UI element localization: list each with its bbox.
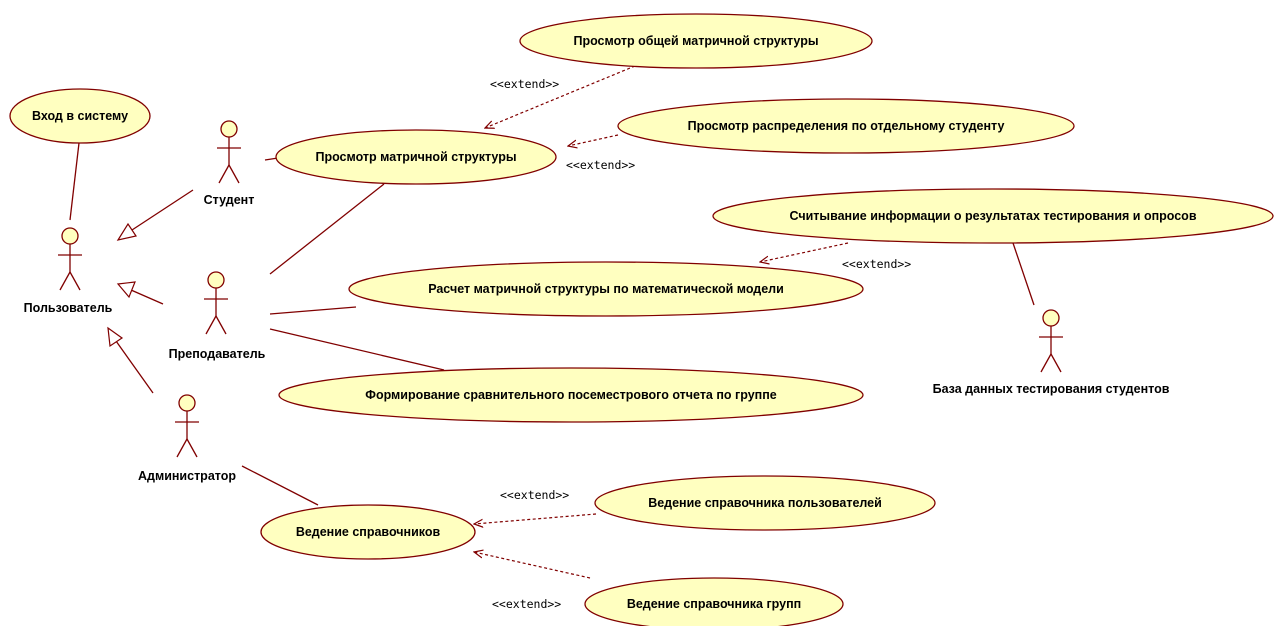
actor-db[interactable]: База данных тестирования студентов xyxy=(933,309,1170,396)
extend-general-to-matrix xyxy=(485,65,636,128)
use-case-groups-dir-label: Ведение справочника групп xyxy=(627,597,801,611)
extend-label-2: <<extend>> xyxy=(566,158,635,172)
extend-label-4: <<extend>> xyxy=(500,488,569,502)
use-case-view-distribution[interactable]: Просмотр распределения по отдельному сту… xyxy=(617,98,1075,154)
use-case-view-general-label: Просмотр общей матричной структуры xyxy=(573,34,818,48)
assoc-user-login xyxy=(69,142,80,221)
use-case-login[interactable]: Вход в систему xyxy=(9,88,151,144)
extend-users-to-directories xyxy=(474,513,597,524)
stick-figure-icon xyxy=(1039,309,1063,373)
stick-figure-icon xyxy=(217,120,241,184)
use-case-view-general[interactable]: Просмотр общей матричной структуры xyxy=(519,13,873,69)
assoc-teacher-report xyxy=(269,328,445,371)
actor-admin-label: Администратор xyxy=(138,469,236,483)
assoc-teacher-view-matrix xyxy=(269,183,385,275)
use-case-calc-matrix-label: Расчет матричной структуры по математиче… xyxy=(428,282,784,296)
use-case-groups-dir[interactable]: Ведение справочника групп xyxy=(584,577,844,626)
use-case-view-matrix-label: Просмотр матричной структуры xyxy=(315,150,516,164)
connectors xyxy=(69,65,1035,579)
gen-arrow-student xyxy=(116,222,137,241)
use-case-users-dir-label: Ведение справочника пользователей xyxy=(648,496,882,510)
actor-db-label: База данных тестирования студентов xyxy=(933,382,1170,396)
actor-admin[interactable]: Администратор xyxy=(138,394,236,483)
actor-teacher[interactable]: Преподаватель xyxy=(169,271,266,361)
extend-read-to-calc xyxy=(760,242,849,262)
use-case-view-distribution-label: Просмотр распределения по отдельному сту… xyxy=(688,119,1005,133)
use-case-directories-label: Ведение справочников xyxy=(296,525,441,539)
gen-teacher-user xyxy=(130,289,164,305)
assoc-admin-directories xyxy=(241,465,319,506)
extend-label-5: <<extend>> xyxy=(492,597,561,611)
actor-teacher-label: Преподаватель xyxy=(169,347,266,361)
gen-arrow-teacher xyxy=(116,281,136,299)
stick-figure-icon xyxy=(58,227,82,291)
use-case-read-results-label: Считывание информации о результатах тест… xyxy=(789,209,1196,223)
actor-student-label: Студент xyxy=(204,193,255,207)
use-case-calc-matrix[interactable]: Расчет матричной структуры по математиче… xyxy=(348,261,864,317)
extend-groups-to-directories xyxy=(474,552,591,579)
use-case-directories[interactable]: Ведение справочников xyxy=(260,504,476,560)
use-case-report[interactable]: Формирование сравнительного посеместрово… xyxy=(278,367,864,423)
extend-label-3: <<extend>> xyxy=(842,257,911,271)
extend-label-1: <<extend>> xyxy=(490,77,559,91)
assoc-teacher-calc xyxy=(269,306,357,315)
use-case-read-results[interactable]: Считывание информации о результатах тест… xyxy=(712,188,1274,244)
gen-student-user xyxy=(131,189,194,231)
use-case-report-label: Формирование сравнительного посеместрово… xyxy=(365,388,776,402)
actor-user-label: Пользователь xyxy=(24,301,113,315)
actor-student[interactable]: Студент xyxy=(204,120,255,207)
extend-distribution-to-matrix xyxy=(568,134,619,146)
use-case-view-matrix[interactable]: Просмотр матричной структуры xyxy=(275,129,557,185)
gen-admin-user xyxy=(115,340,154,394)
stick-figure-icon xyxy=(204,271,228,335)
assoc-db-read xyxy=(1012,242,1035,306)
gen-arrow-admin xyxy=(107,326,124,348)
stick-figure-icon xyxy=(175,394,199,458)
use-case-login-label: Вход в систему xyxy=(32,109,128,123)
actor-user[interactable]: Пользователь xyxy=(24,227,113,315)
use-case-users-dir[interactable]: Ведение справочника пользователей xyxy=(594,475,936,531)
